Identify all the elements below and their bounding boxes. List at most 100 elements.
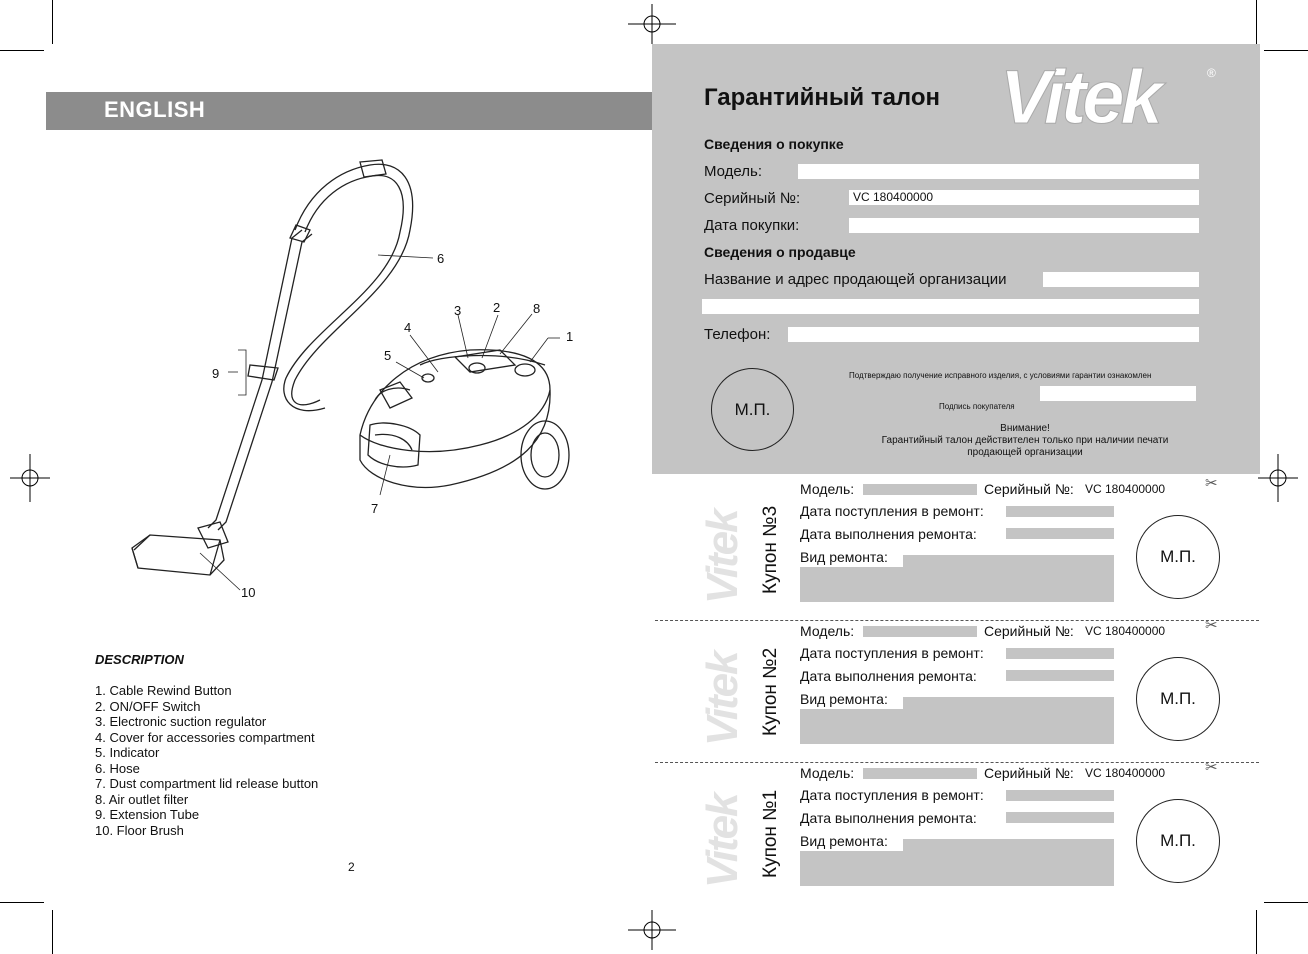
registration-mark-icon	[10, 454, 50, 502]
coupon-serial-label: Серийный №:	[984, 623, 1074, 639]
scissors-icon: ✂	[1205, 475, 1218, 492]
coupon-type-area[interactable]	[800, 709, 1114, 744]
list-item: 5. Indicator	[95, 745, 160, 760]
warranty-title: Гарантийный талон	[704, 84, 941, 111]
list-item: 3. Electronic suction regulator	[95, 714, 267, 729]
coupon-received-field[interactable]	[1006, 648, 1114, 659]
list-item: 7. Dust compartment lid release button	[95, 776, 319, 791]
list-item: 9. Extension Tube	[95, 807, 200, 822]
description-list: 1. Cable Rewind Button 2. ON/OFF Switch …	[95, 683, 318, 838]
callout-label: 3	[454, 303, 462, 318]
crop-mark	[1256, 910, 1257, 954]
callout-label: 2	[493, 300, 501, 315]
list-item: 10. Floor Brush	[95, 822, 184, 838]
seller-name-label: Название и адрес продающей организации	[704, 271, 1007, 288]
list-item: 1. Cable Rewind Button	[95, 683, 232, 698]
coupon-model-field[interactable]	[863, 626, 977, 637]
scissors-icon: ✂	[1205, 617, 1218, 634]
coupon-done-label: Дата выполнения ремонта:	[800, 668, 977, 684]
language-label: ENGLISH	[104, 97, 206, 122]
callout-label: 8	[533, 301, 541, 316]
crop-mark	[0, 50, 44, 51]
callout-label: 5	[384, 348, 392, 363]
coupon-type-field[interactable]	[903, 839, 1114, 851]
coupon-model-label: Модель:	[800, 623, 855, 639]
coupon-done-field[interactable]	[1006, 812, 1114, 823]
stamp-circle: М.П.	[711, 368, 794, 451]
crop-mark	[1264, 902, 1308, 903]
coupon-type-area[interactable]	[800, 851, 1114, 886]
coupon-watermark: Vitek	[698, 652, 747, 746]
registered-mark: ®	[1207, 66, 1216, 80]
scissors-icon: ✂	[1205, 759, 1218, 776]
list-item: 6. Hose	[95, 760, 140, 776]
callout-label: 4	[404, 320, 412, 335]
coupon-model-label: Модель:	[800, 765, 855, 781]
coupon-received-field[interactable]	[1006, 790, 1114, 801]
coupon-received-field[interactable]	[1006, 506, 1114, 517]
seller-heading: Сведения о продавце	[704, 244, 856, 260]
coupon-serial-label: Серийный №:	[984, 765, 1074, 781]
coupon-watermark: Vitek	[698, 794, 747, 888]
description-heading: DESCRIPTION	[95, 652, 184, 667]
list-item: 2. ON/OFF Switch	[95, 698, 201, 714]
coupon-received-label: Дата поступления в ремонт:	[800, 645, 984, 661]
serial-field[interactable]: VC 180400000	[849, 190, 1199, 205]
coupon-serial-value: VC 180400000	[1085, 482, 1166, 496]
coupon-done-label: Дата выполнения ремонта:	[800, 526, 977, 542]
registration-mark-icon	[628, 4, 676, 44]
confirm-text: Подтверждаю получение исправного изделия…	[849, 371, 1152, 380]
coupon-type-label: Вид ремонта:	[800, 691, 888, 707]
coupon-watermark: Vitek	[698, 510, 747, 604]
crop-mark	[1256, 0, 1257, 44]
coupon-model-field[interactable]	[863, 484, 977, 495]
cut-line	[655, 620, 1259, 621]
coupon-received-label: Дата поступления в ремонт:	[800, 503, 984, 519]
page-number: 2	[348, 860, 355, 874]
coupon-serial-value: VC 180400000	[1085, 766, 1166, 780]
seller-address-field[interactable]	[702, 299, 1199, 314]
coupon-done-field[interactable]	[1006, 528, 1114, 539]
coupon-done-label: Дата выполнения ремонта:	[800, 810, 977, 826]
notice-line: Гарантийный талон действителен только пр…	[881, 435, 1169, 446]
coupon-model-field[interactable]	[863, 768, 977, 779]
coupon-received-label: Дата поступления в ремонт:	[800, 787, 984, 803]
coupon-title: Купон №2	[760, 647, 781, 736]
cut-line	[655, 762, 1259, 763]
registration-mark-icon	[628, 910, 676, 950]
list-item: 4. Cover for accessories compartment	[95, 729, 315, 745]
crop-mark	[0, 902, 44, 903]
model-field[interactable]	[798, 164, 1199, 179]
crop-mark	[52, 910, 53, 954]
coupon-title: Купон №3	[760, 505, 781, 594]
coupon-type-label: Вид ремонта:	[800, 549, 888, 565]
signature-label: Подпись покупателя	[939, 402, 1015, 411]
coupon-title: Купон №1	[760, 789, 781, 878]
coupon-type-field[interactable]	[903, 555, 1114, 567]
coupon-stamp: М.П.	[1136, 657, 1220, 741]
vitek-logo: Vitek	[1000, 55, 1164, 140]
purchase-date-field[interactable]	[849, 218, 1199, 233]
vacuum-cleaner-illustration	[131, 159, 570, 591]
coupon-type-label: Вид ремонта:	[800, 833, 888, 849]
registration-mark-icon	[1258, 454, 1298, 502]
purchase-heading: Сведения о покупке	[704, 136, 844, 152]
signature-field[interactable]	[1040, 386, 1196, 401]
coupon-done-field[interactable]	[1006, 670, 1114, 681]
phone-field[interactable]	[788, 327, 1199, 342]
seller-name-field[interactable]	[1043, 272, 1199, 287]
coupon-model-label: Модель:	[800, 481, 855, 497]
callout-label: 10	[241, 585, 256, 600]
coupon-type-area[interactable]	[800, 567, 1114, 602]
coupon-serial-label: Серийный №:	[984, 481, 1074, 497]
callout-label: 7	[371, 501, 379, 516]
crop-mark	[52, 0, 53, 44]
coupon-stamp: М.П.	[1136, 799, 1220, 883]
coupon-serial-value: VC 180400000	[1085, 624, 1166, 638]
list-item: 8. Air outlet filter	[95, 791, 189, 807]
callout-label: 9	[212, 366, 220, 381]
coupon-stamp: М.П.	[1136, 515, 1220, 599]
coupon-type-field[interactable]	[903, 697, 1114, 709]
notice-title: Внимание!	[1000, 423, 1050, 434]
purchase-date-label: Дата покупки:	[704, 217, 800, 234]
